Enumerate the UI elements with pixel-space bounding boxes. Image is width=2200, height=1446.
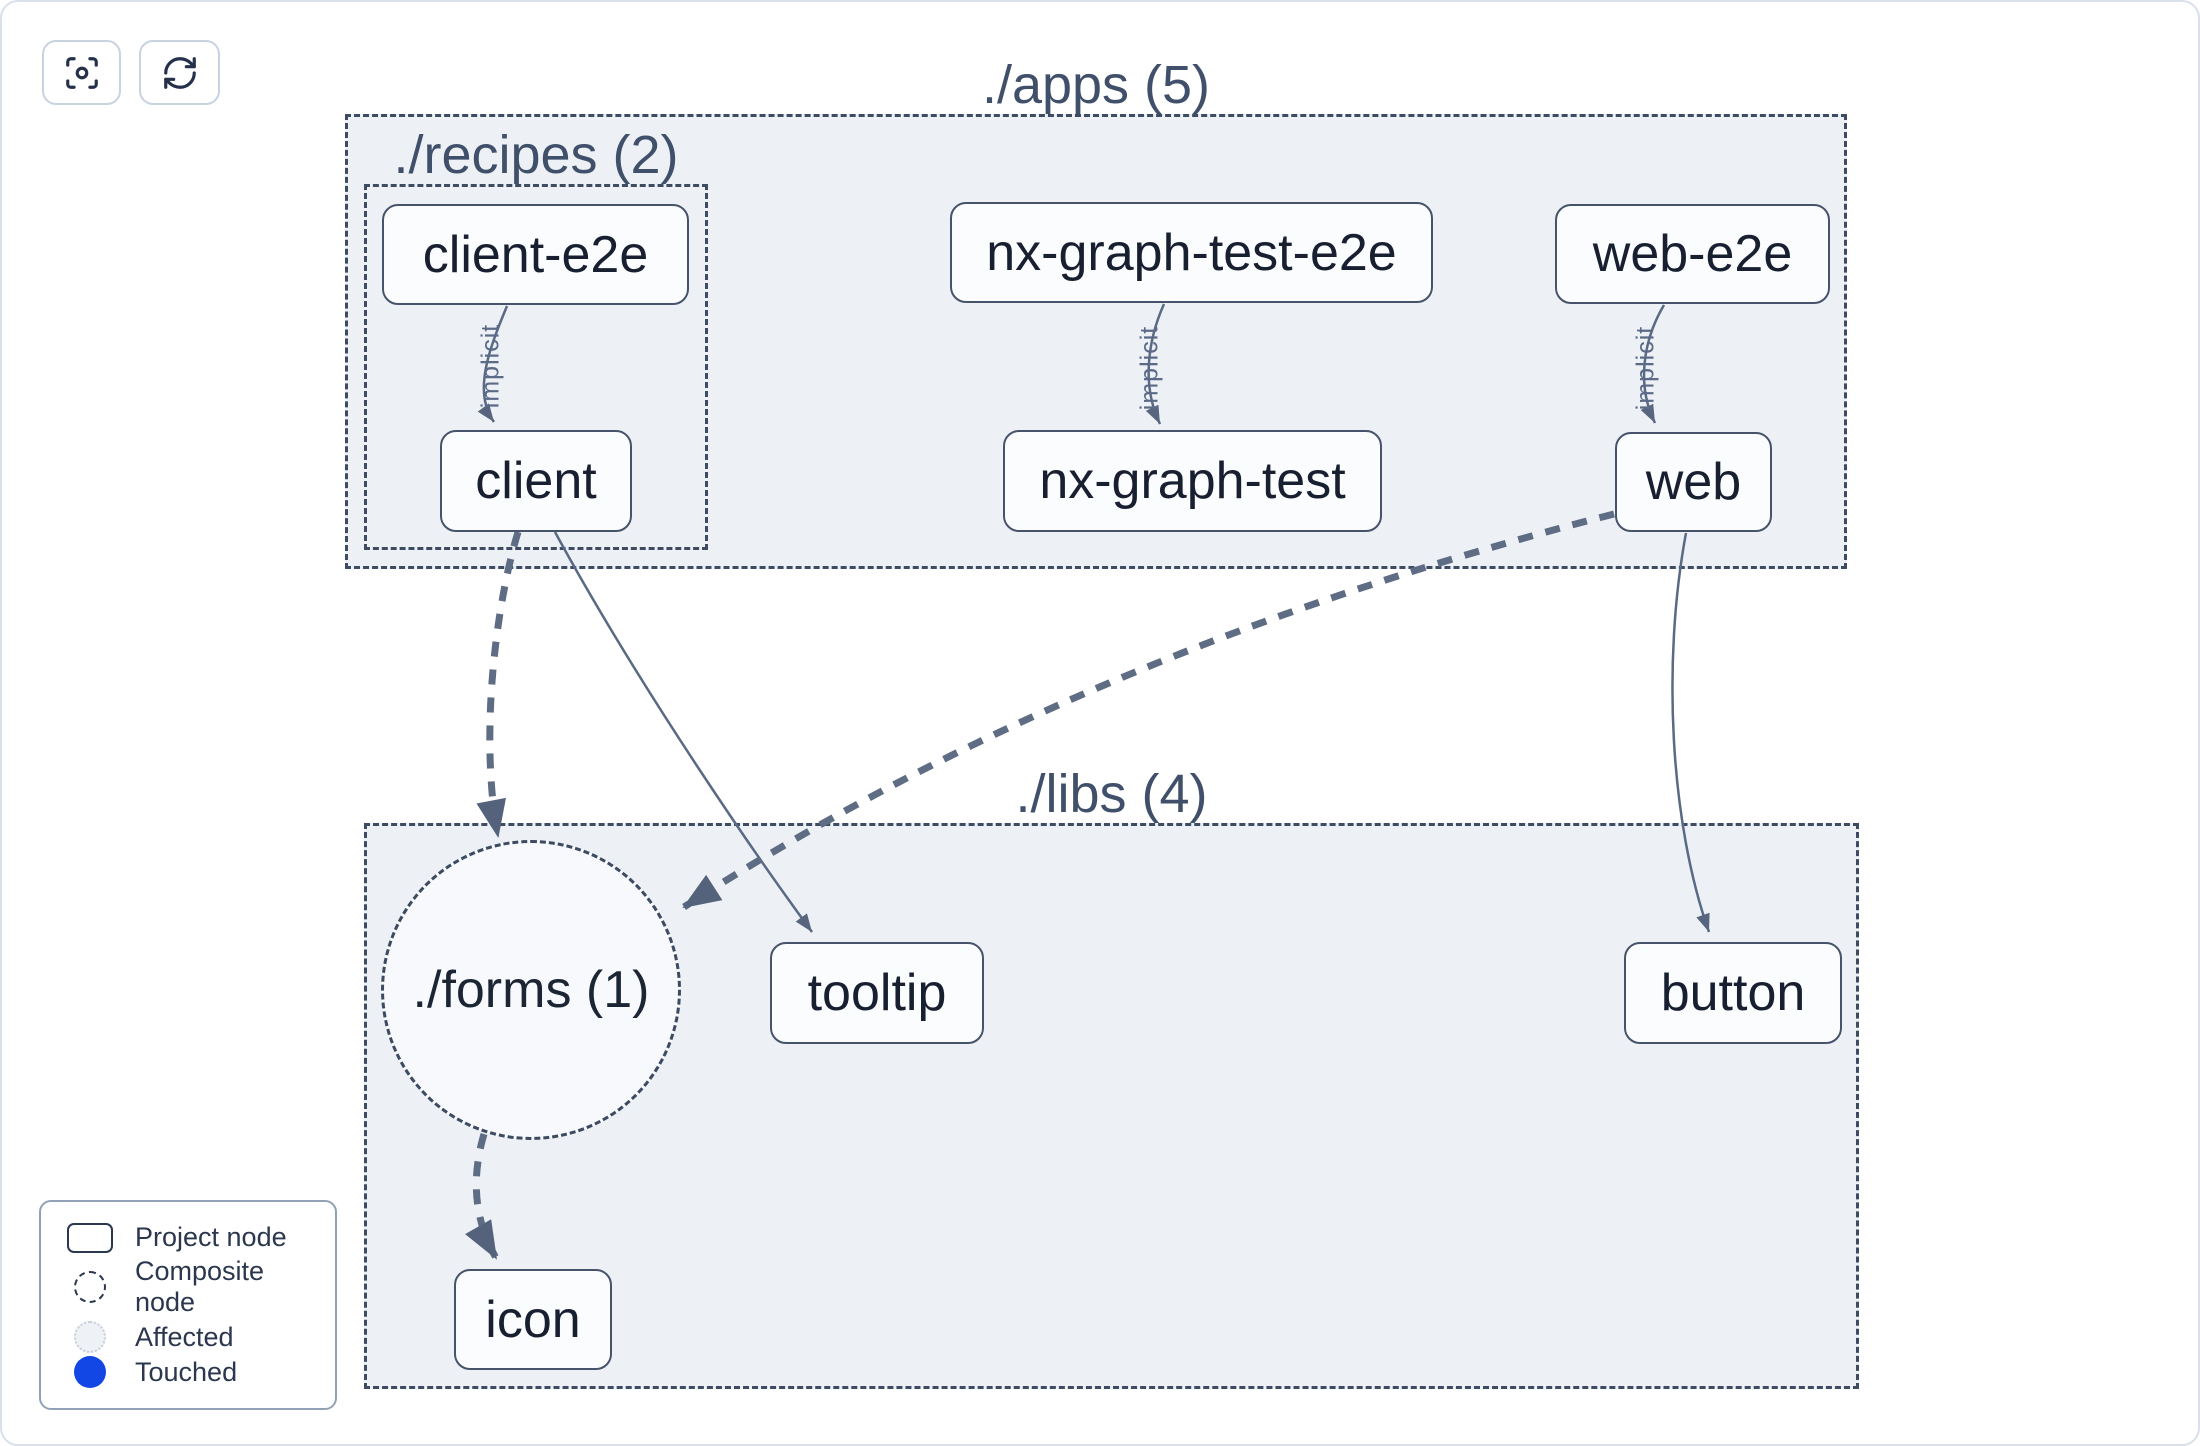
legend-label: Touched (135, 1356, 238, 1387)
composite-node-forms[interactable]: ./forms (1) (381, 840, 681, 1140)
container-recipes-label: ./recipes (2) (393, 125, 679, 185)
refresh-icon (161, 54, 199, 92)
node-button-label: button (1660, 964, 1806, 1022)
node-client-e2e-label: client-e2e (422, 225, 649, 284)
legend-item-affected: Affected (59, 1321, 317, 1353)
node-nx-graph-test-e2e[interactable]: nx-graph-test-e2e (950, 202, 1433, 303)
node-icon-label: icon (485, 1290, 581, 1349)
focus-icon (63, 54, 101, 92)
container-libs-label: ./libs (4) (1015, 764, 1208, 824)
composite-node-forms-label: ./forms (1) (412, 961, 650, 1019)
node-nx-graph-test-e2e-label: nx-graph-test-e2e (986, 223, 1397, 282)
legend-label: Composite node (135, 1256, 265, 1317)
focus-button[interactable] (42, 40, 121, 105)
refresh-button[interactable] (139, 40, 220, 105)
node-nx-graph-test[interactable]: nx-graph-test (1003, 430, 1382, 532)
node-client[interactable]: client (440, 430, 632, 532)
edge-label-implicit: implicit (476, 323, 505, 409)
legend-label: Affected (135, 1321, 234, 1352)
node-web[interactable]: web (1615, 432, 1772, 532)
legend-label: Project node (135, 1222, 287, 1252)
node-client-e2e[interactable]: client-e2e (382, 204, 689, 305)
touched-swatch-icon (74, 1356, 106, 1388)
node-web-e2e-label: web-e2e (1592, 225, 1793, 283)
container-apps-label: ./apps (5) (981, 55, 1211, 115)
legend-item-composite-node: Composite node (59, 1256, 317, 1318)
composite-node-swatch-icon (74, 1271, 106, 1303)
node-nx-graph-test-label: nx-graph-test (1039, 452, 1346, 510)
legend-item-touched: Touched (59, 1356, 317, 1388)
node-web-e2e[interactable]: web-e2e (1555, 204, 1830, 304)
node-button[interactable]: button (1624, 942, 1842, 1044)
node-tooltip[interactable]: tooltip (770, 942, 984, 1044)
affected-swatch-icon (74, 1321, 106, 1353)
legend: Project node Composite node Affected Tou… (39, 1200, 337, 1410)
project-node-swatch-icon (67, 1222, 113, 1253)
node-icon[interactable]: icon (454, 1269, 612, 1370)
node-web-label: web (1645, 453, 1742, 511)
node-client-label: client (475, 452, 597, 510)
edge-label-implicit: implicit (1135, 325, 1164, 411)
container-recipes[interactable] (364, 184, 708, 550)
edge-label-implicit: implicit (1631, 325, 1660, 411)
legend-item-project-node: Project node (59, 1222, 317, 1253)
node-tooltip-label: tooltip (807, 964, 947, 1022)
